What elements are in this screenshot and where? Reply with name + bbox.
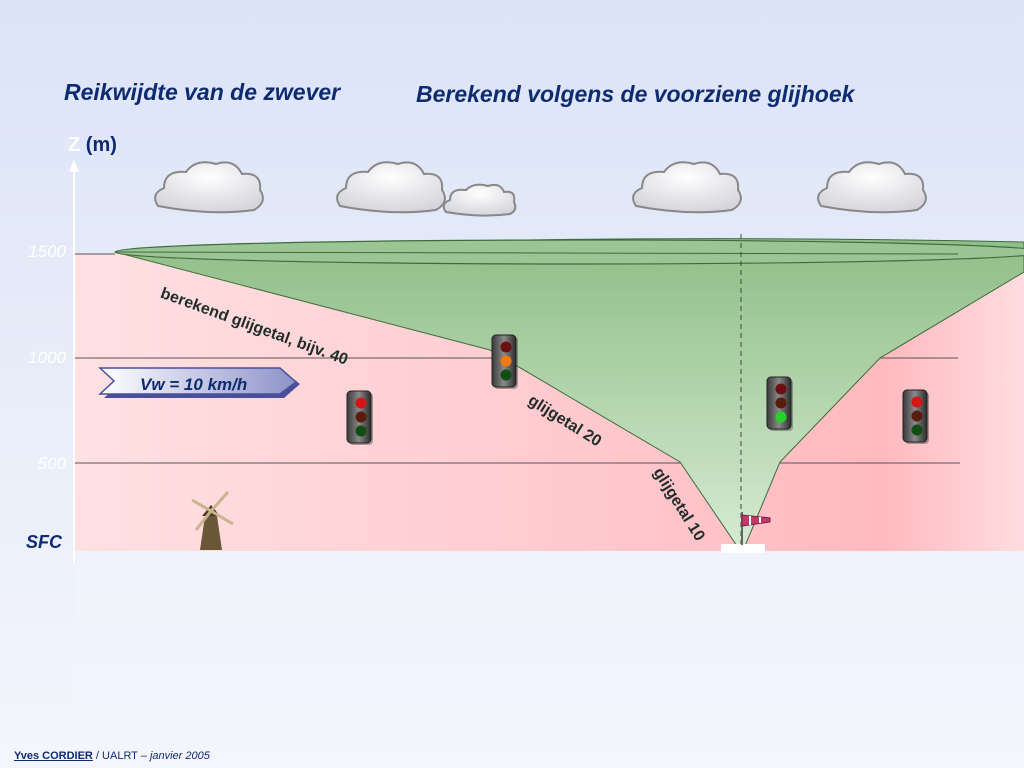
landing-field — [721, 544, 765, 553]
traffic-light-icon — [766, 376, 793, 431]
footer-date: janvier 2005 — [149, 750, 210, 762]
z-axis-label: Z (m) — [68, 134, 117, 157]
footer-author: Yves CORDIER — [14, 750, 93, 762]
z-unit: (m) — [85, 134, 117, 156]
traffic-light-icon — [346, 390, 373, 445]
cloud-icon — [442, 183, 517, 217]
surface-label: SFC — [26, 532, 62, 552]
wind-speed-label: Vw = 10 km/h — [140, 375, 248, 394]
tick-1500: 1500 — [28, 242, 66, 261]
z-axis-arrowhead — [69, 160, 79, 172]
cloud-icon — [817, 161, 927, 214]
traffic-light-icon — [491, 334, 518, 389]
windmill-icon — [191, 490, 234, 550]
title-left: Reikwijdte van de zwever — [64, 79, 341, 105]
cloud-icon — [632, 161, 742, 214]
cloud-icon — [336, 161, 446, 214]
windsock-icon — [741, 512, 771, 545]
title-right: Berekend volgens de voorziene glijhoek — [416, 81, 855, 107]
glide-cone-top-rim — [114, 251, 959, 255]
z-symbol: Z — [68, 134, 81, 156]
footer-org: / UALRT – — [92, 750, 150, 762]
wind-arrow-icon — [98, 367, 300, 398]
cloud-icon — [154, 161, 264, 214]
traffic-light-icon — [902, 389, 929, 444]
footer: Yves CORDIER / UALRT – janvier 2005 — [14, 750, 210, 762]
tick-1000: 1000 — [28, 348, 66, 367]
tick-500: 500 — [37, 454, 66, 473]
ground — [74, 551, 1024, 768]
